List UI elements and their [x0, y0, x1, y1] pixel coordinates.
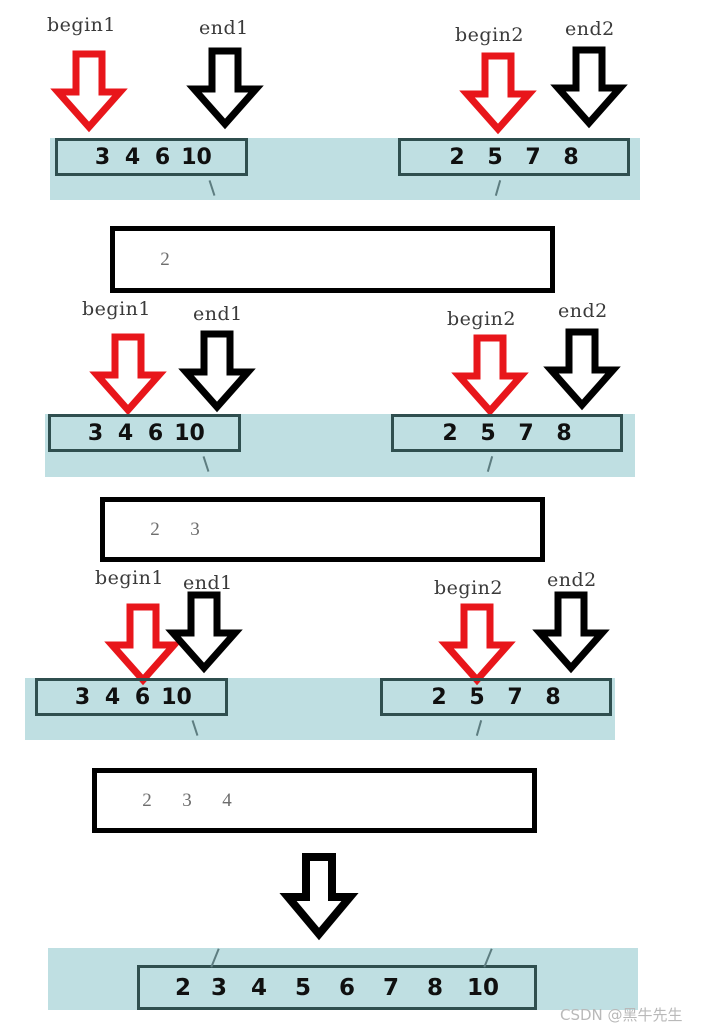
cell: 8: [556, 420, 572, 446]
stage-2-result-values: 2 3: [105, 519, 215, 541]
stage-1-label-begin1: begin1: [47, 14, 116, 36]
cell: 4: [250, 974, 267, 1001]
cell: 4: [124, 144, 141, 170]
stage-3-arrow-begin1: [104, 603, 182, 686]
stage-final: 2 3 4 5 6 7 8 10: [0, 948, 715, 1030]
cell: 8: [563, 144, 579, 170]
cell: 5: [487, 144, 503, 170]
cell: 3: [74, 684, 91, 710]
stage-1-arrow-end2: [550, 46, 628, 129]
cell: 2: [442, 420, 458, 446]
cell: 2: [449, 144, 465, 170]
stage-3-label-end1: end1: [183, 572, 233, 594]
cell: 10: [174, 420, 205, 446]
cell: 6: [338, 974, 355, 1001]
stage-1-result-box: 2: [110, 226, 555, 293]
cell: 2: [150, 518, 160, 540]
stage-2-arrow-begin2: [451, 334, 529, 417]
stage-1-arrow-begin1: [50, 50, 128, 133]
stage-1: begin1 end1 begin2 end2 3 4 6 10 2: [0, 0, 715, 215]
cell: 5: [294, 974, 311, 1001]
stage-2-label-begin2: begin2: [447, 308, 516, 330]
cell: 3: [182, 789, 192, 811]
stage-2-result-box: 2 3: [100, 497, 545, 562]
stage-3-label-end2: end2: [547, 569, 597, 591]
cell: 8: [545, 684, 561, 710]
cell: 3: [87, 420, 104, 446]
stage-2-left-array: 3 4 6 10: [48, 414, 241, 452]
cell: 8: [426, 974, 443, 1001]
stage-1-arrow-end1: [186, 47, 264, 130]
cell: 7: [518, 420, 534, 446]
cell: 6: [134, 684, 151, 710]
cell: 6: [147, 420, 164, 446]
cell: 5: [469, 684, 485, 710]
cell: 7: [525, 144, 541, 170]
stage-3: begin1 end1 begin2 end2 3 4 6 10 2 5: [0, 565, 715, 750]
stage-2: begin1 end1 begin2 end2 3 4 6 10 2 5: [0, 295, 715, 485]
final-merged-array: 2 3 4 5 6 7 8 10: [137, 965, 537, 1010]
stage-2-arrow-end2: [543, 328, 621, 411]
cell: 4: [222, 789, 232, 811]
stage-3-arrow-end1: [165, 591, 243, 674]
stage-1-label-begin2: begin2: [455, 24, 524, 46]
cell: 3: [190, 518, 200, 540]
stage-1-result-values: 2: [115, 249, 185, 271]
stage-1-label-end2: end2: [565, 18, 615, 40]
stage-2-band: [45, 414, 635, 477]
cell: 5: [480, 420, 496, 446]
cell: 4: [104, 684, 121, 710]
cell: 10: [181, 144, 212, 170]
stage-1-right-array: 2 5 7 8: [398, 138, 630, 176]
final-merge-arrow: [279, 853, 359, 941]
stage-3-arrow-end2: [532, 591, 610, 674]
csdn-watermark: CSDN @黑牛先生: [560, 1006, 683, 1024]
stage-3-arrow-begin2: [438, 603, 516, 686]
cell: 2: [174, 974, 191, 1001]
stage-3-right-array: 2 5 7 8: [380, 678, 612, 716]
stage-1-label-end1: end1: [199, 17, 249, 39]
stage-3-result-box: 2 3 4: [92, 768, 537, 833]
cell: 2: [160, 248, 170, 270]
cell: 6: [154, 144, 171, 170]
stage-1-band: [50, 138, 640, 200]
cell: 7: [382, 974, 399, 1001]
stage-3-result-values: 2 3 4: [97, 790, 247, 812]
cell: 3: [94, 144, 111, 170]
stage-2-arrow-begin1: [89, 333, 167, 416]
stage-1-left-array: 3 4 6 10: [55, 138, 248, 176]
stage-3-label-begin1: begin1: [95, 567, 164, 589]
cell: 2: [142, 789, 152, 811]
stage-3-band: [25, 678, 615, 740]
cell: 7: [507, 684, 523, 710]
stage-3-left-array: 3 4 6 10: [35, 678, 228, 716]
cell: 2: [431, 684, 447, 710]
stage-2-label-end2: end2: [558, 300, 608, 322]
stage-2-arrow-end1: [178, 330, 256, 413]
stage-2-right-array: 2 5 7 8: [391, 414, 623, 452]
cell: 4: [117, 420, 134, 446]
stage-3-label-begin2: begin2: [434, 577, 503, 599]
final-band: [48, 948, 638, 1010]
stage-2-label-end1: end1: [193, 303, 243, 325]
cell: 10: [161, 684, 192, 710]
stage-1-arrow-begin2: [459, 52, 537, 135]
cell: 3: [210, 974, 227, 1001]
stage-2-label-begin1: begin1: [82, 298, 151, 320]
cell: 10: [466, 974, 499, 1001]
